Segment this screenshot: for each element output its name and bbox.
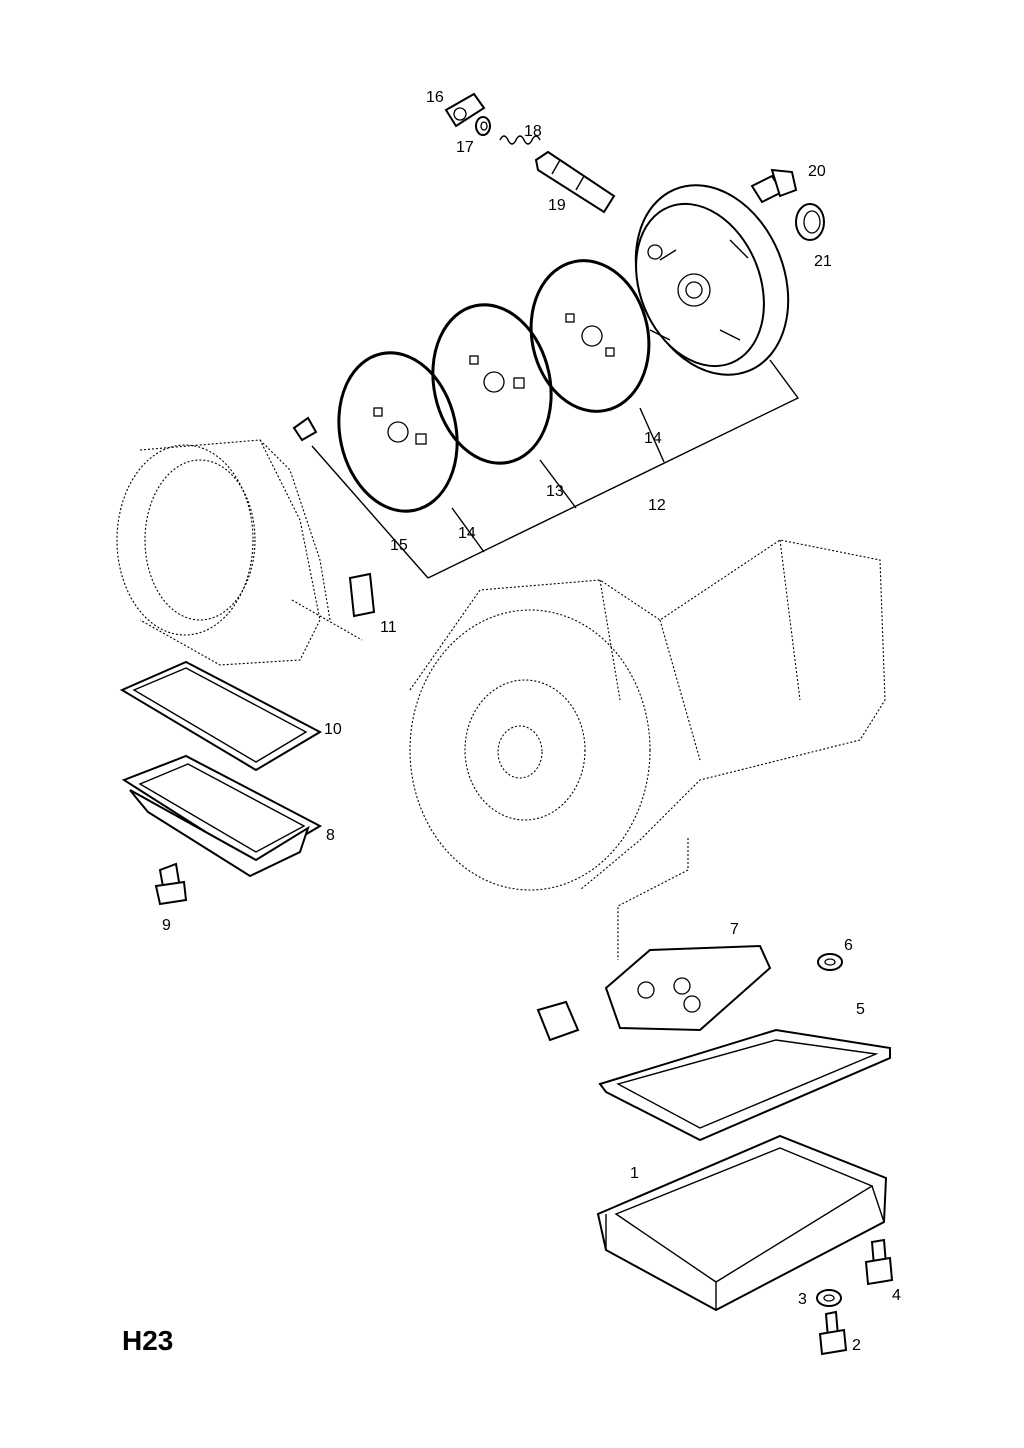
callout-7: 7 [730, 921, 739, 938]
seal-part-6 [817, 953, 843, 971]
seal-part-17 [475, 116, 491, 136]
callout-6: 6 [844, 937, 853, 954]
clutch-plate-13 [431, 303, 553, 465]
callout-9: 9 [162, 917, 171, 934]
callout-16: 16 [426, 89, 444, 106]
valve-plate-part-16 [444, 92, 486, 128]
callout-10: 10 [324, 721, 342, 738]
callout-1: 1 [630, 1165, 639, 1182]
valve-spool-part-19 [534, 150, 616, 214]
sensor-part-11 [291, 572, 376, 641]
drain-bolt-part-2 [818, 1310, 848, 1356]
seal-ring-part-21 [795, 203, 825, 241]
dashed-connector [617, 838, 689, 960]
transmission-case [409, 539, 886, 891]
callout-18: 18 [524, 123, 542, 140]
page-code: H23 [122, 1325, 173, 1356]
bolt-part-4 [864, 1238, 894, 1286]
oil-pan-part-1 [596, 1134, 888, 1312]
pin-part-15 [292, 416, 318, 442]
callout-14-front: 14 [458, 525, 476, 542]
bolt-part-20 [750, 168, 798, 204]
callout-19: 19 [548, 197, 566, 214]
filter-part-7 [604, 944, 772, 1032]
callout-2: 2 [852, 1337, 861, 1354]
callout-17: 17 [456, 139, 474, 156]
drain-bolt-part-9 [154, 862, 188, 906]
washer-part-3 [816, 1289, 842, 1307]
callout-3: 3 [798, 1291, 807, 1308]
callout-4: 4 [892, 1287, 901, 1304]
pump-housing [634, 184, 790, 376]
electrical-connector [536, 1000, 580, 1042]
clutch-plate-14-front [337, 351, 459, 513]
oil-pan-part-8 [121, 754, 323, 878]
clutch-plate-14-rear [529, 259, 651, 413]
gasket-part-10 [119, 660, 323, 772]
callout-8: 8 [326, 827, 335, 844]
callout-21: 21 [814, 253, 832, 270]
spring-part-18 [499, 135, 541, 145]
callout-12: 12 [648, 497, 666, 514]
bell-housing [116, 439, 331, 666]
callout-20: 20 [808, 163, 826, 180]
callout-14-rear: 14 [644, 430, 662, 447]
callout-15: 15 [390, 537, 408, 554]
gasket-part-5 [598, 1028, 891, 1142]
callout-13: 13 [546, 483, 564, 500]
callout-5: 5 [856, 1001, 865, 1018]
callout-11: 11 [380, 619, 397, 636]
callout-bracket-lines [311, 359, 800, 579]
